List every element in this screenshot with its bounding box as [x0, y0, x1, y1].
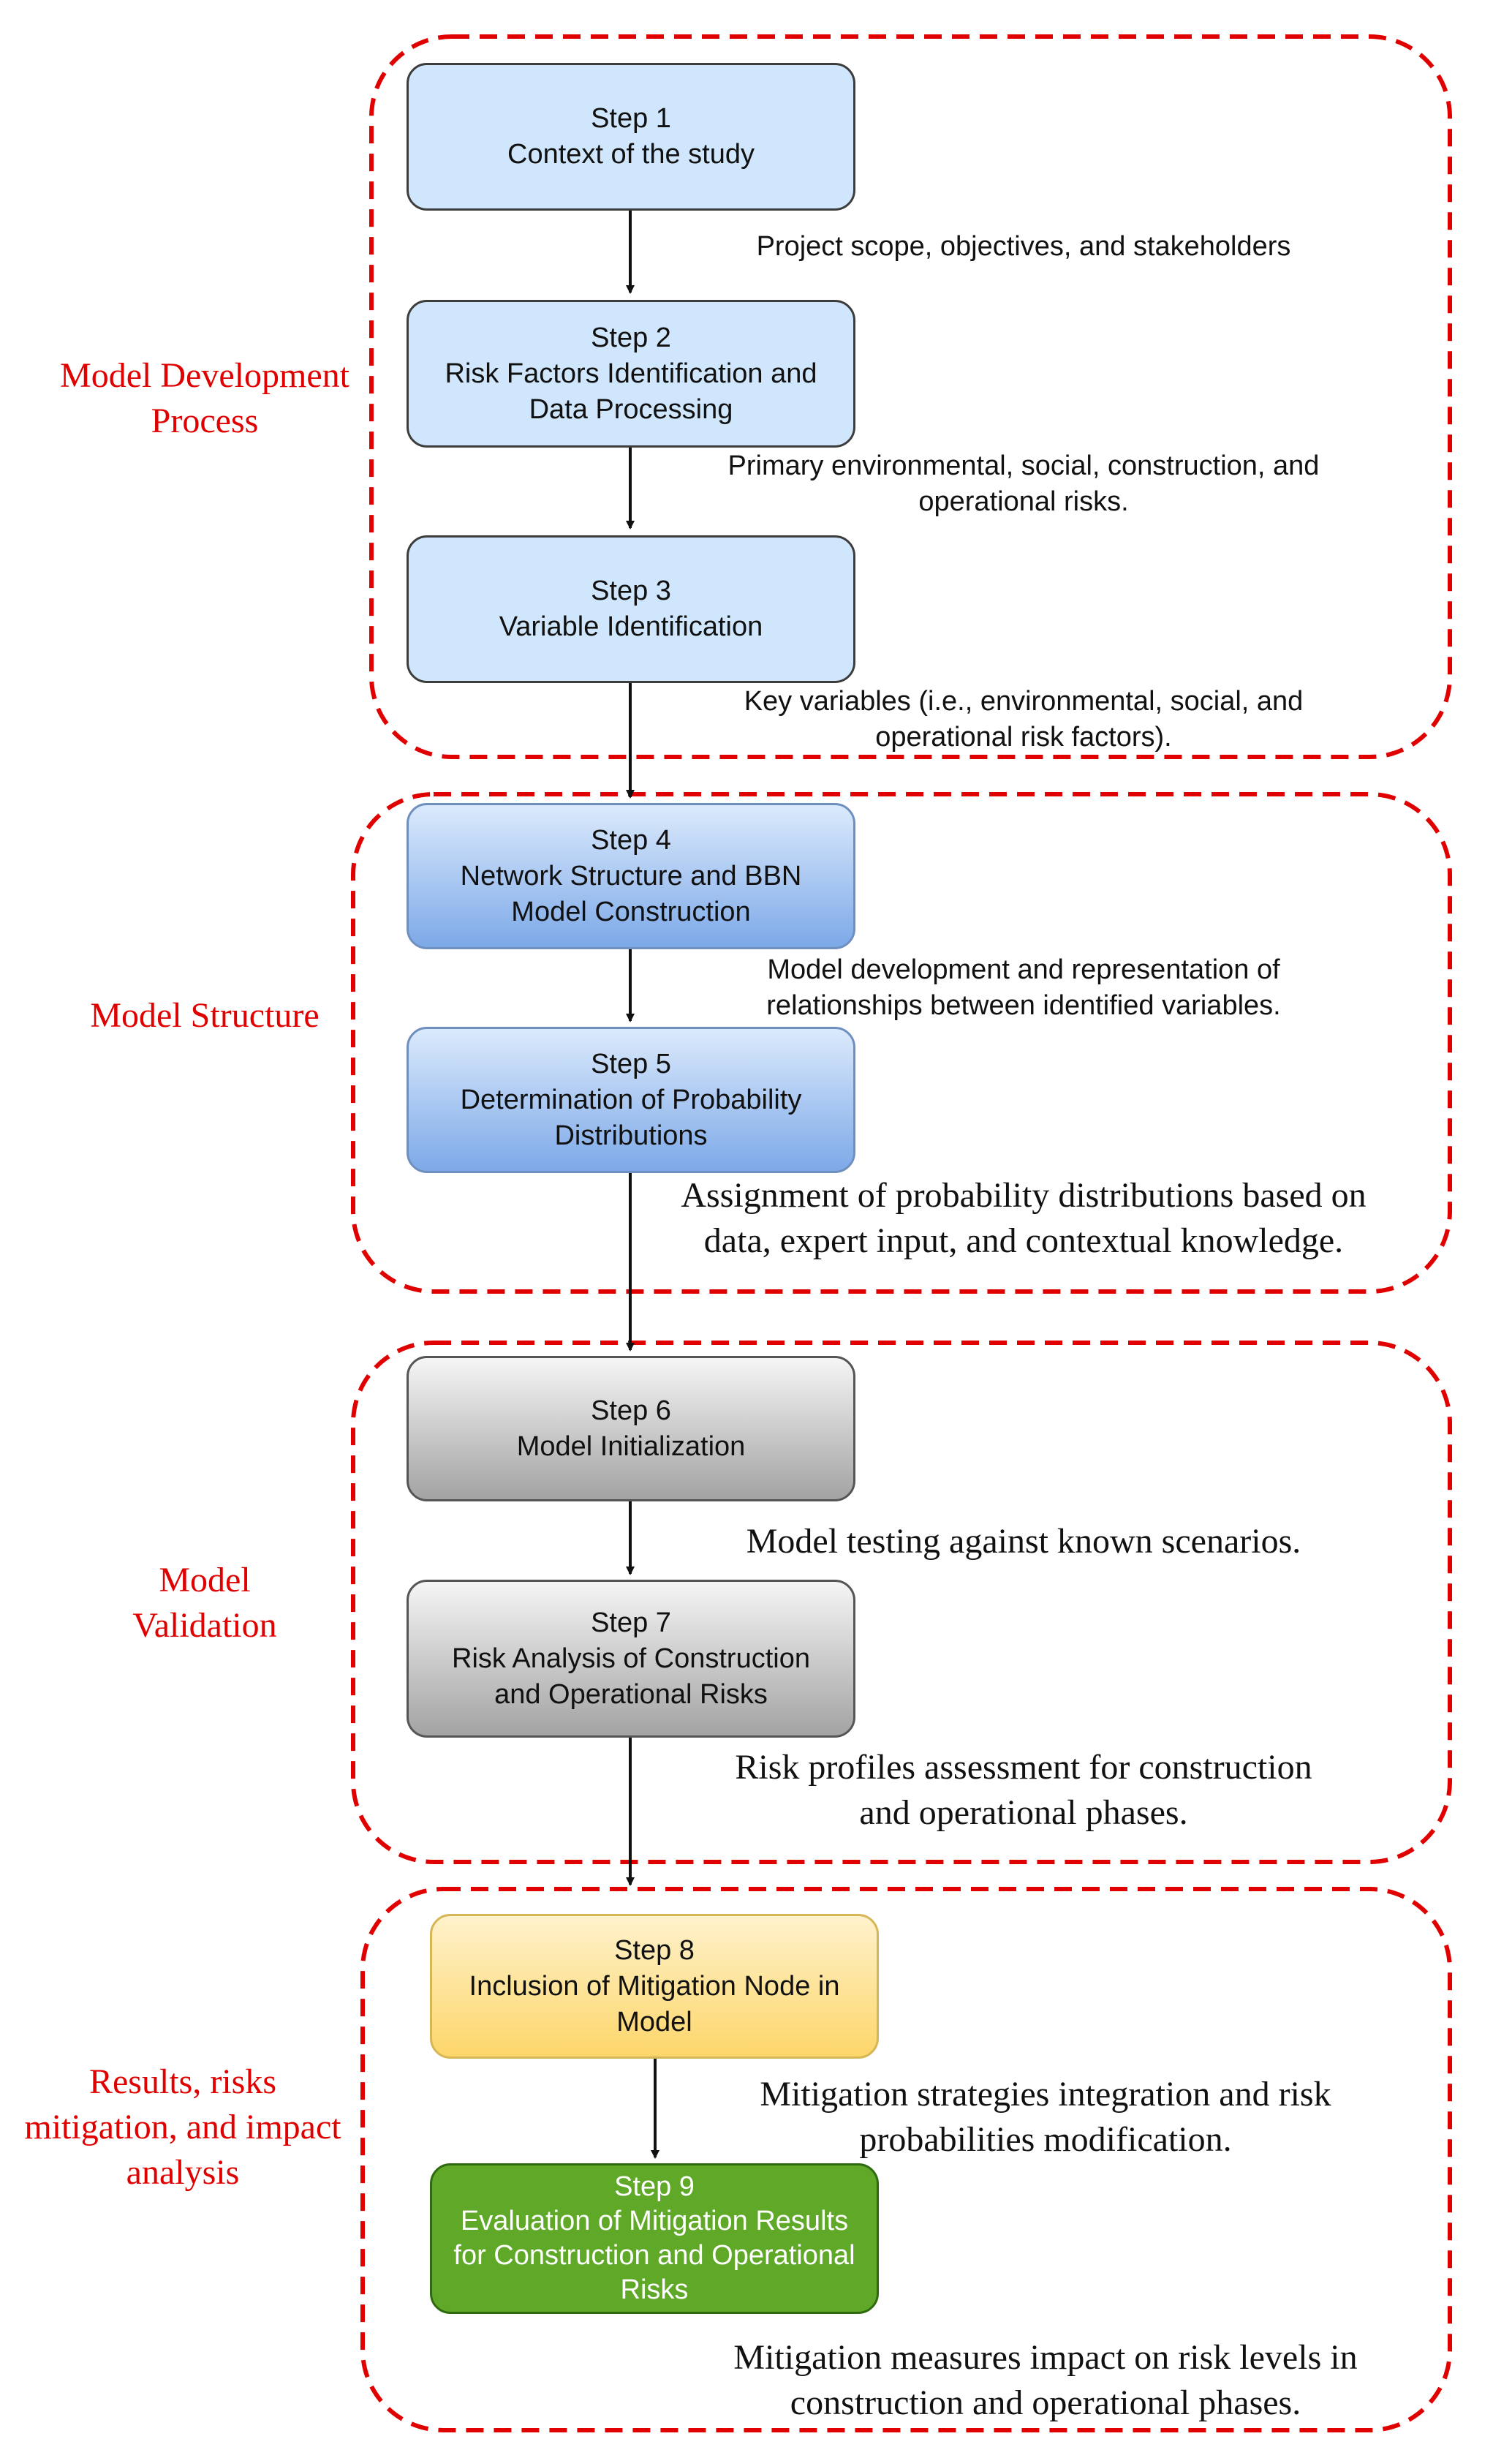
note-step-6: Model testing against known scenarios. [746, 1522, 1301, 1561]
group-frame-structure [351, 792, 1452, 1294]
step-9-box: Step 9 Evaluation of Mitigation Results … [430, 2163, 879, 2314]
group-frame-validation [351, 1341, 1452, 1864]
group-label-structure: Model Structure [90, 996, 320, 1035]
note-step-2: Primary environmental, social, construct… [727, 450, 1320, 517]
group-label-development: Model Development Process [60, 356, 349, 440]
group-frame-development [369, 34, 1452, 759]
group-label-validation: Model Validation [132, 1561, 277, 1645]
step-6-box: Step 6 Model Initialization [407, 1356, 855, 1501]
note-step-1: Project scope, objectives, and stakehold… [756, 231, 1291, 262]
step-4-box: Step 4 Network Structure and BBN Model C… [407, 803, 855, 949]
step-2-box: Step 2 Risk Factors Identification and D… [407, 300, 855, 448]
step-8-box: Step 8 Inclusion of Mitigation Node in M… [430, 1914, 879, 2059]
note-step-7: Risk profiles assessment for constructio… [735, 1748, 1312, 1832]
step-3-box: Step 3 Variable Identification [407, 535, 855, 683]
group-label-results: Results, risks mitigation, and impact an… [24, 2062, 341, 2192]
step-1-box: Step 1 Context of the study [407, 63, 855, 211]
step-5-box: Step 5 Determination of Probability Dist… [407, 1027, 855, 1173]
note-step-3: Key variables (i.e., environmental, soci… [744, 686, 1304, 753]
note-step-4: Model development and representation of … [766, 954, 1281, 1021]
note-step-5: Assignment of probability distributions … [681, 1176, 1367, 1260]
step-7-box: Step 7 Risk Analysis of Construction and… [407, 1580, 855, 1738]
note-step-9: Mitigation measures impact on risk level… [733, 2338, 1358, 2422]
note-step-8: Mitigation strategies integration and ri… [760, 2075, 1331, 2159]
